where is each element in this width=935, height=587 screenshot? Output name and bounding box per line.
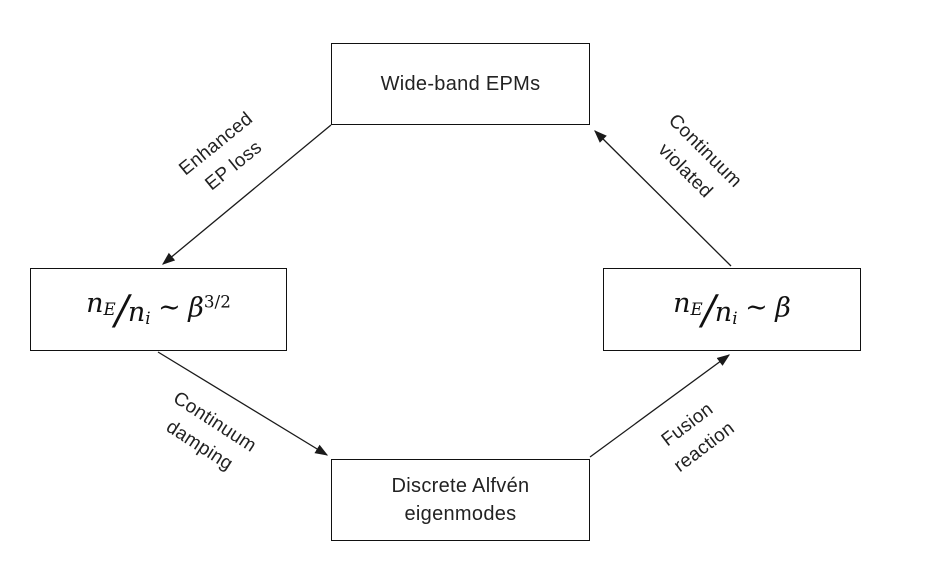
node-label-line1: Discrete Alfvén [391,475,530,497]
arrow-continuum-damping [157,351,329,456]
node-discrete-alfven-eigenmodes: Discrete Alfvén eigenmodes [331,459,590,541]
node-label-line2: eigenmodes [404,503,517,525]
arrow-fusion-reaction [589,354,731,458]
node-density-ratio-beta-3-2: nE/ni∼β3/2 [30,268,287,351]
arrow-continuum-violated [594,130,732,267]
math-expression-beta-3-2: nE/ni∼β3/2 [86,285,231,334]
arrow-enhanced-ep-loss [161,124,332,265]
node-discrete-alfven-eigenmodes-label: Discrete Alfvén eigenmodes [392,472,530,528]
node-density-ratio-beta: nE/ni∼β [603,268,861,351]
node-wide-band-epms-label: Wide-band EPMs [380,73,541,95]
math-expression-beta: nE/ni∼β [673,285,791,334]
node-wide-band-epms: Wide-band EPMs [331,43,590,125]
